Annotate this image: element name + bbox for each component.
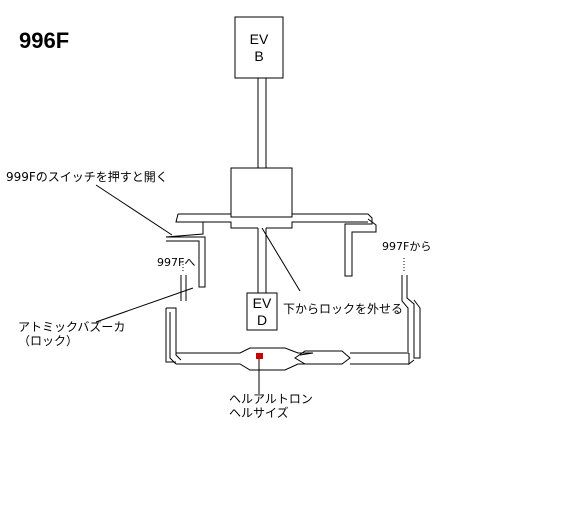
bottom-corridor-mid (294, 350, 351, 365)
north-corridor (257, 78, 267, 168)
bottom-corridor (176, 347, 314, 371)
ev-b-label-line2: B (254, 48, 264, 64)
atomic-bazooka-line2: （ロック） (18, 334, 79, 348)
ev-b-label-line1: EV (249, 31, 269, 47)
bazooka-pointer (95, 287, 194, 323)
right-shaft-base (408, 353, 415, 366)
left-drop (165, 221, 206, 288)
right-shaft (401, 275, 421, 359)
upper-walkway (175, 213, 377, 277)
ev-d-room (246, 292, 278, 331)
hellatron-line1: ヘルアルトロン (229, 392, 313, 406)
switch-note: 999Fのスイッチを押すと開く (6, 170, 168, 184)
bottom-corridor-right (350, 352, 409, 365)
ev-d-label: EV D (247, 295, 277, 329)
lock-pointer (261, 227, 301, 292)
item-marker (256, 353, 263, 359)
lower-left-shaft (165, 307, 182, 365)
from-997f-label: 997Fから (382, 240, 432, 253)
south-corridor (257, 228, 267, 293)
lock-from-below-label: 下からロックを外せる (283, 302, 404, 316)
hellatron-line2: ヘルサイズ (229, 406, 289, 420)
ev-b-label: EV B (235, 31, 283, 65)
ev-d-label-line2: D (256, 312, 268, 328)
to-997f-label: 997Fへ (157, 256, 196, 269)
central-room (230, 167, 293, 218)
map-title: 996F (19, 28, 70, 53)
hellatron-label: ヘルアルトロン ヘルサイズ (229, 392, 313, 420)
atomic-bazooka-line1: アトミックバズーカ (18, 320, 126, 334)
left-shaft (180, 275, 187, 301)
switch-pointer (95, 184, 173, 236)
atomic-bazooka-label: アトミックバズーカ （ロック） (18, 320, 125, 348)
ev-b-room (234, 16, 284, 79)
ev-d-label-line1: EV (252, 295, 272, 311)
